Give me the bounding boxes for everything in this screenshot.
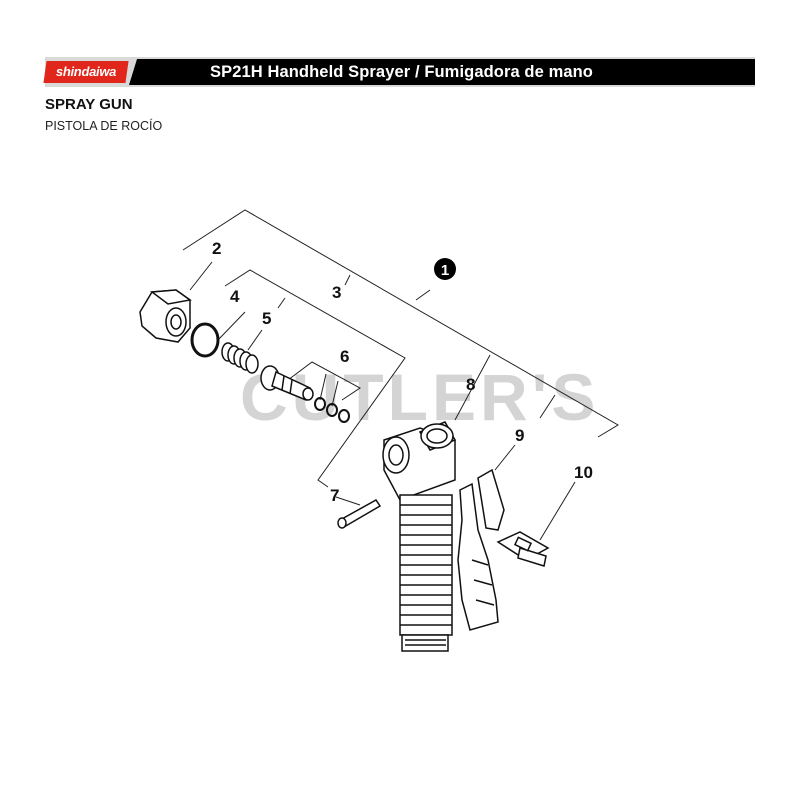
spring-part (221, 342, 259, 374)
bracket-lines (182, 209, 619, 541)
section-subtitle: PISTOLA DE ROCÍO (45, 119, 163, 133)
leader-6a (319, 373, 327, 401)
callout-3: 3 (332, 283, 341, 302)
valve-stem-part (260, 365, 314, 401)
header-bar: shindaiwa SP21H Handheld Sprayer / Fumig… (43, 57, 755, 87)
callout-5: 5 (262, 309, 271, 328)
trigger-lever-part (457, 468, 505, 631)
header-background (45, 57, 755, 87)
callout-6: 6 (340, 347, 349, 366)
leader-5 (247, 329, 263, 351)
callout-2: 2 (212, 239, 221, 258)
assembly-callout-number: 1 (441, 262, 449, 279)
leader-6b (331, 380, 339, 407)
callout-8: 8 (466, 375, 475, 394)
leader-9 (494, 444, 516, 471)
bracket-3 (224, 269, 406, 488)
nut-part (139, 289, 192, 343)
watermark-text: CUTLER'S (240, 360, 599, 434)
leader-4 (277, 297, 286, 309)
callout-9: 9 (515, 426, 524, 445)
section-title: SPRAY GUN (45, 96, 133, 113)
bracket-6 (287, 361, 361, 401)
callout-10: 10 (574, 463, 593, 482)
leader-3 (344, 274, 351, 286)
o-ring-part (190, 322, 220, 358)
leader-8b (539, 394, 556, 419)
leader-10 (539, 481, 576, 541)
bracket-assembly (182, 209, 619, 438)
callout-4: 4 (230, 287, 240, 306)
callout-7: 7 (330, 486, 339, 505)
leader-8 (454, 354, 491, 421)
leader-1 (415, 289, 431, 301)
page-title: SP21H Handheld Sprayer / Fumigadora de m… (210, 63, 593, 81)
clip-part (496, 531, 550, 567)
leader-2 (189, 261, 213, 291)
gun-body-part (382, 421, 457, 652)
leader-7 (335, 496, 361, 506)
assembly-callout-circle (434, 258, 456, 280)
leader-4-ring (217, 311, 246, 341)
pin-part (337, 499, 382, 529)
seal-rings-part (314, 397, 350, 423)
